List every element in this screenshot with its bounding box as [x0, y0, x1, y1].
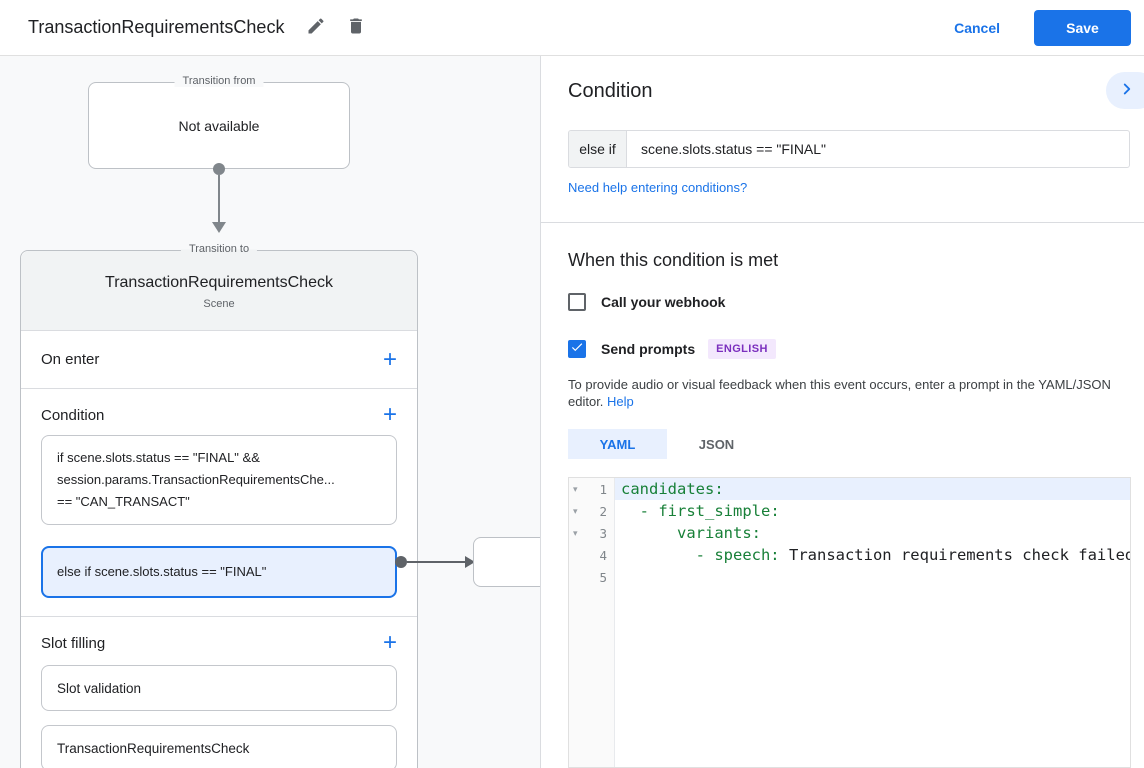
- prompts-row: Send prompts ENGLISH: [568, 339, 776, 359]
- line-number: 5: [599, 569, 607, 585]
- condition-editor-panel: Condition else if scene.slots.status == …: [541, 56, 1144, 768]
- condition-label: Condition: [41, 406, 105, 424]
- condition-line: if scene.slots.status == "FINAL" &&: [57, 450, 260, 465]
- transition-from-label: Transition from: [174, 75, 264, 87]
- save-button[interactable]: Save: [1034, 9, 1131, 46]
- condition-card-if[interactable]: if scene.slots.status == "FINAL" && sess…: [41, 435, 397, 525]
- line-number: 3: [599, 525, 607, 541]
- language-badge: ENGLISH: [708, 339, 776, 359]
- connector-dot: [213, 163, 225, 175]
- code-line[interactable]: [615, 566, 1130, 588]
- send-prompts-checkbox[interactable]: [568, 340, 586, 358]
- arrow-right-icon: [465, 556, 475, 568]
- editor-format-tabs: YAML JSON: [568, 429, 766, 459]
- condition-line: == "CAN_TRANSACT": [57, 494, 190, 509]
- condition-card-elseif-selected[interactable]: else if scene.slots.status == "FINAL": [41, 546, 397, 598]
- cancel-button[interactable]: Cancel: [954, 19, 1000, 36]
- fold-icon[interactable]: ▾: [573, 505, 578, 516]
- scene-name: TransactionRequirementsCheck: [105, 274, 333, 291]
- add-on-enter-icon[interactable]: +: [382, 345, 397, 373]
- on-enter-label: On enter: [41, 351, 100, 368]
- editor-gutter: ▾ 1 ▾ 2 ▾ 3 4 5: [569, 478, 615, 767]
- help-link[interactable]: Help: [607, 394, 634, 409]
- add-slot-icon[interactable]: +: [382, 629, 397, 656]
- call-webhook-checkbox[interactable]: [568, 293, 586, 311]
- page-title: TransactionRequirementsCheck: [28, 17, 285, 37]
- section-divider: [541, 222, 1144, 223]
- condition-line: else if scene.slots.status == "FINAL": [57, 564, 267, 579]
- send-prompts-label: Send prompts: [601, 341, 696, 357]
- transition-target-box[interactable]: [473, 537, 540, 587]
- add-condition-icon[interactable]: +: [382, 401, 397, 428]
- scene-flow-canvas: Transition from Not available Transition…: [0, 56, 541, 768]
- transition-from-box[interactable]: Transition from Not available: [88, 75, 350, 169]
- fold-icon[interactable]: ▾: [573, 483, 578, 494]
- slot-filling-section: Slot filling + Slot validation Transacti…: [21, 617, 417, 768]
- yaml-code-editor[interactable]: ▾ 1 ▾ 2 ▾ 3 4 5 candidates: - first_simple:…: [568, 477, 1131, 768]
- condition-expression-input[interactable]: scene.slots.status == "FINAL": [641, 141, 827, 157]
- code-line[interactable]: - speech: Transaction requirements check…: [695, 546, 1130, 564]
- webhook-row: Call your webhook: [568, 293, 725, 311]
- call-webhook-label: Call your webhook: [601, 294, 726, 310]
- transition-from-value: Not available: [178, 117, 260, 134]
- arrow-down-icon: [212, 222, 226, 233]
- chevron-right-icon: [1118, 80, 1136, 101]
- slot-card-validation[interactable]: Slot validation: [41, 665, 397, 711]
- condition-input-row: else if scene.slots.status == "FINAL": [568, 130, 1130, 168]
- line-number: 4: [599, 547, 607, 563]
- slot-filling-label: Slot filling: [41, 634, 106, 652]
- connector-line: [407, 561, 465, 563]
- conditions-help-link[interactable]: Need help entering conditions?: [568, 180, 748, 195]
- checkmark-icon: [570, 340, 584, 359]
- delete-scene-button[interactable]: [344, 16, 368, 40]
- line-number: 1: [599, 481, 607, 497]
- panel-title: Condition: [568, 80, 653, 102]
- edit-title-button[interactable]: [304, 16, 328, 40]
- prompt-description-text: To provide audio or visual feedback when…: [568, 377, 1111, 409]
- editor-code-area[interactable]: candidates: - first_simple: variants: - …: [615, 478, 1130, 767]
- scene-type: Scene: [203, 298, 235, 310]
- trash-icon: [346, 16, 366, 39]
- prompt-description: To provide audio or visual feedback when…: [568, 376, 1126, 410]
- code-line[interactable]: variants:: [677, 524, 761, 542]
- condition-prefix: else if: [569, 131, 627, 167]
- on-enter-section[interactable]: On enter +: [21, 331, 417, 389]
- code-line[interactable]: - first_simple:: [639, 502, 780, 520]
- scene-card: Transition to TransactionRequirementsChe…: [20, 243, 418, 768]
- tab-json[interactable]: JSON: [698, 436, 735, 452]
- collapse-panel-button[interactable]: [1106, 72, 1144, 109]
- scene-card-header[interactable]: Transition to TransactionRequirementsChe…: [21, 243, 417, 331]
- connector-line: [218, 175, 220, 222]
- fold-icon[interactable]: ▾: [573, 527, 578, 538]
- tab-yaml[interactable]: YAML: [568, 429, 667, 459]
- connector-dot: [395, 556, 407, 568]
- line-number: 2: [599, 503, 607, 519]
- condition-line: session.params.TransactionRequirementsCh…: [57, 472, 335, 487]
- code-line[interactable]: candidates:: [615, 478, 1130, 500]
- condition-met-heading: When this condition is met: [568, 250, 779, 270]
- slot-card-transaction[interactable]: TransactionRequirementsCheck: [41, 725, 397, 768]
- pencil-icon: [306, 16, 326, 39]
- top-bar: TransactionRequirementsCheck Cancel Save: [0, 0, 1144, 56]
- transition-to-label: Transition to: [180, 243, 258, 255]
- condition-section: Condition + if scene.slots.status == "FI…: [21, 389, 417, 617]
